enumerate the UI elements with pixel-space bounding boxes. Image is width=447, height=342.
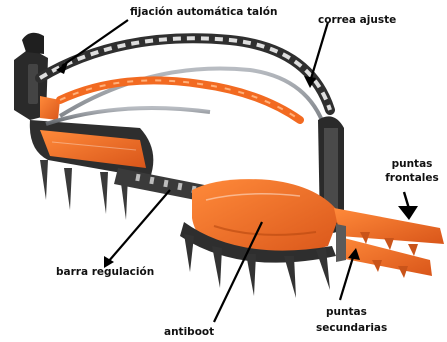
heel-frame bbox=[30, 120, 154, 178]
label-front-points-line2: frontales bbox=[382, 172, 442, 184]
label-front-points-line1: puntas bbox=[382, 158, 442, 170]
label-strap: correa ajuste bbox=[318, 14, 396, 26]
label-adjust-bar: barra regulación bbox=[56, 266, 154, 278]
label-secondary-points-line2: secundarias bbox=[316, 322, 387, 334]
label-antiboot: antiboot bbox=[164, 326, 214, 338]
front-points-arrow bbox=[398, 192, 418, 220]
label-heel-binding: fijación automática talón bbox=[130, 6, 277, 18]
label-secondary-points-line1: puntas bbox=[326, 306, 367, 318]
